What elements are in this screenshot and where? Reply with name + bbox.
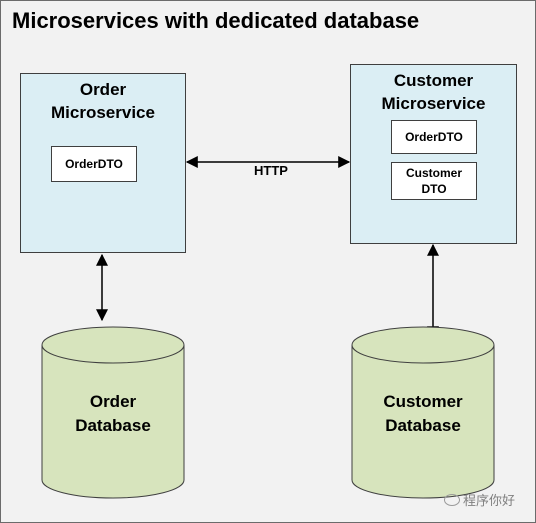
- order-db-label: Order Database: [42, 390, 184, 438]
- customer-dto-label-line1: Customer: [405, 166, 462, 180]
- customer-db-label: Customer Database: [352, 390, 494, 438]
- order-service-title-line1: Order: [79, 80, 127, 99]
- http-label: HTTP: [254, 163, 288, 178]
- wechat-icon: [444, 494, 460, 506]
- customer-db-label-line2: Database: [385, 416, 461, 435]
- customer-order-dto-box: OrderDTO: [391, 120, 477, 154]
- order-database-cylinder: [41, 326, 185, 499]
- customer-service-title-line1: Customer: [393, 71, 474, 90]
- order-db-label-line1: Order: [89, 392, 137, 411]
- order-microservice-box: Order Microservice OrderDTO: [20, 73, 186, 253]
- customer-database-cylinder: [351, 326, 495, 499]
- order-db-label-line2: Database: [75, 416, 151, 435]
- customer-microservice-box: Customer Microservice OrderDTO Customer …: [350, 64, 517, 244]
- order-service-title-line2: Microservice: [51, 103, 155, 122]
- customer-order-dto-label: OrderDTO: [405, 130, 463, 144]
- customer-dto-box: Customer DTO: [391, 162, 477, 200]
- watermark-text: 程序你好: [463, 493, 516, 508]
- customer-service-title-line2: Microservice: [381, 94, 486, 113]
- customer-db-label-line1: Customer: [383, 392, 463, 411]
- order-dto-label: OrderDTO: [65, 157, 123, 171]
- order-dto-box: OrderDTO: [51, 146, 137, 182]
- customer-dto-label-line2: DTO: [421, 182, 447, 196]
- watermark: 程序你好: [444, 490, 515, 509]
- diagram-title: Microservices with dedicated database: [12, 8, 420, 33]
